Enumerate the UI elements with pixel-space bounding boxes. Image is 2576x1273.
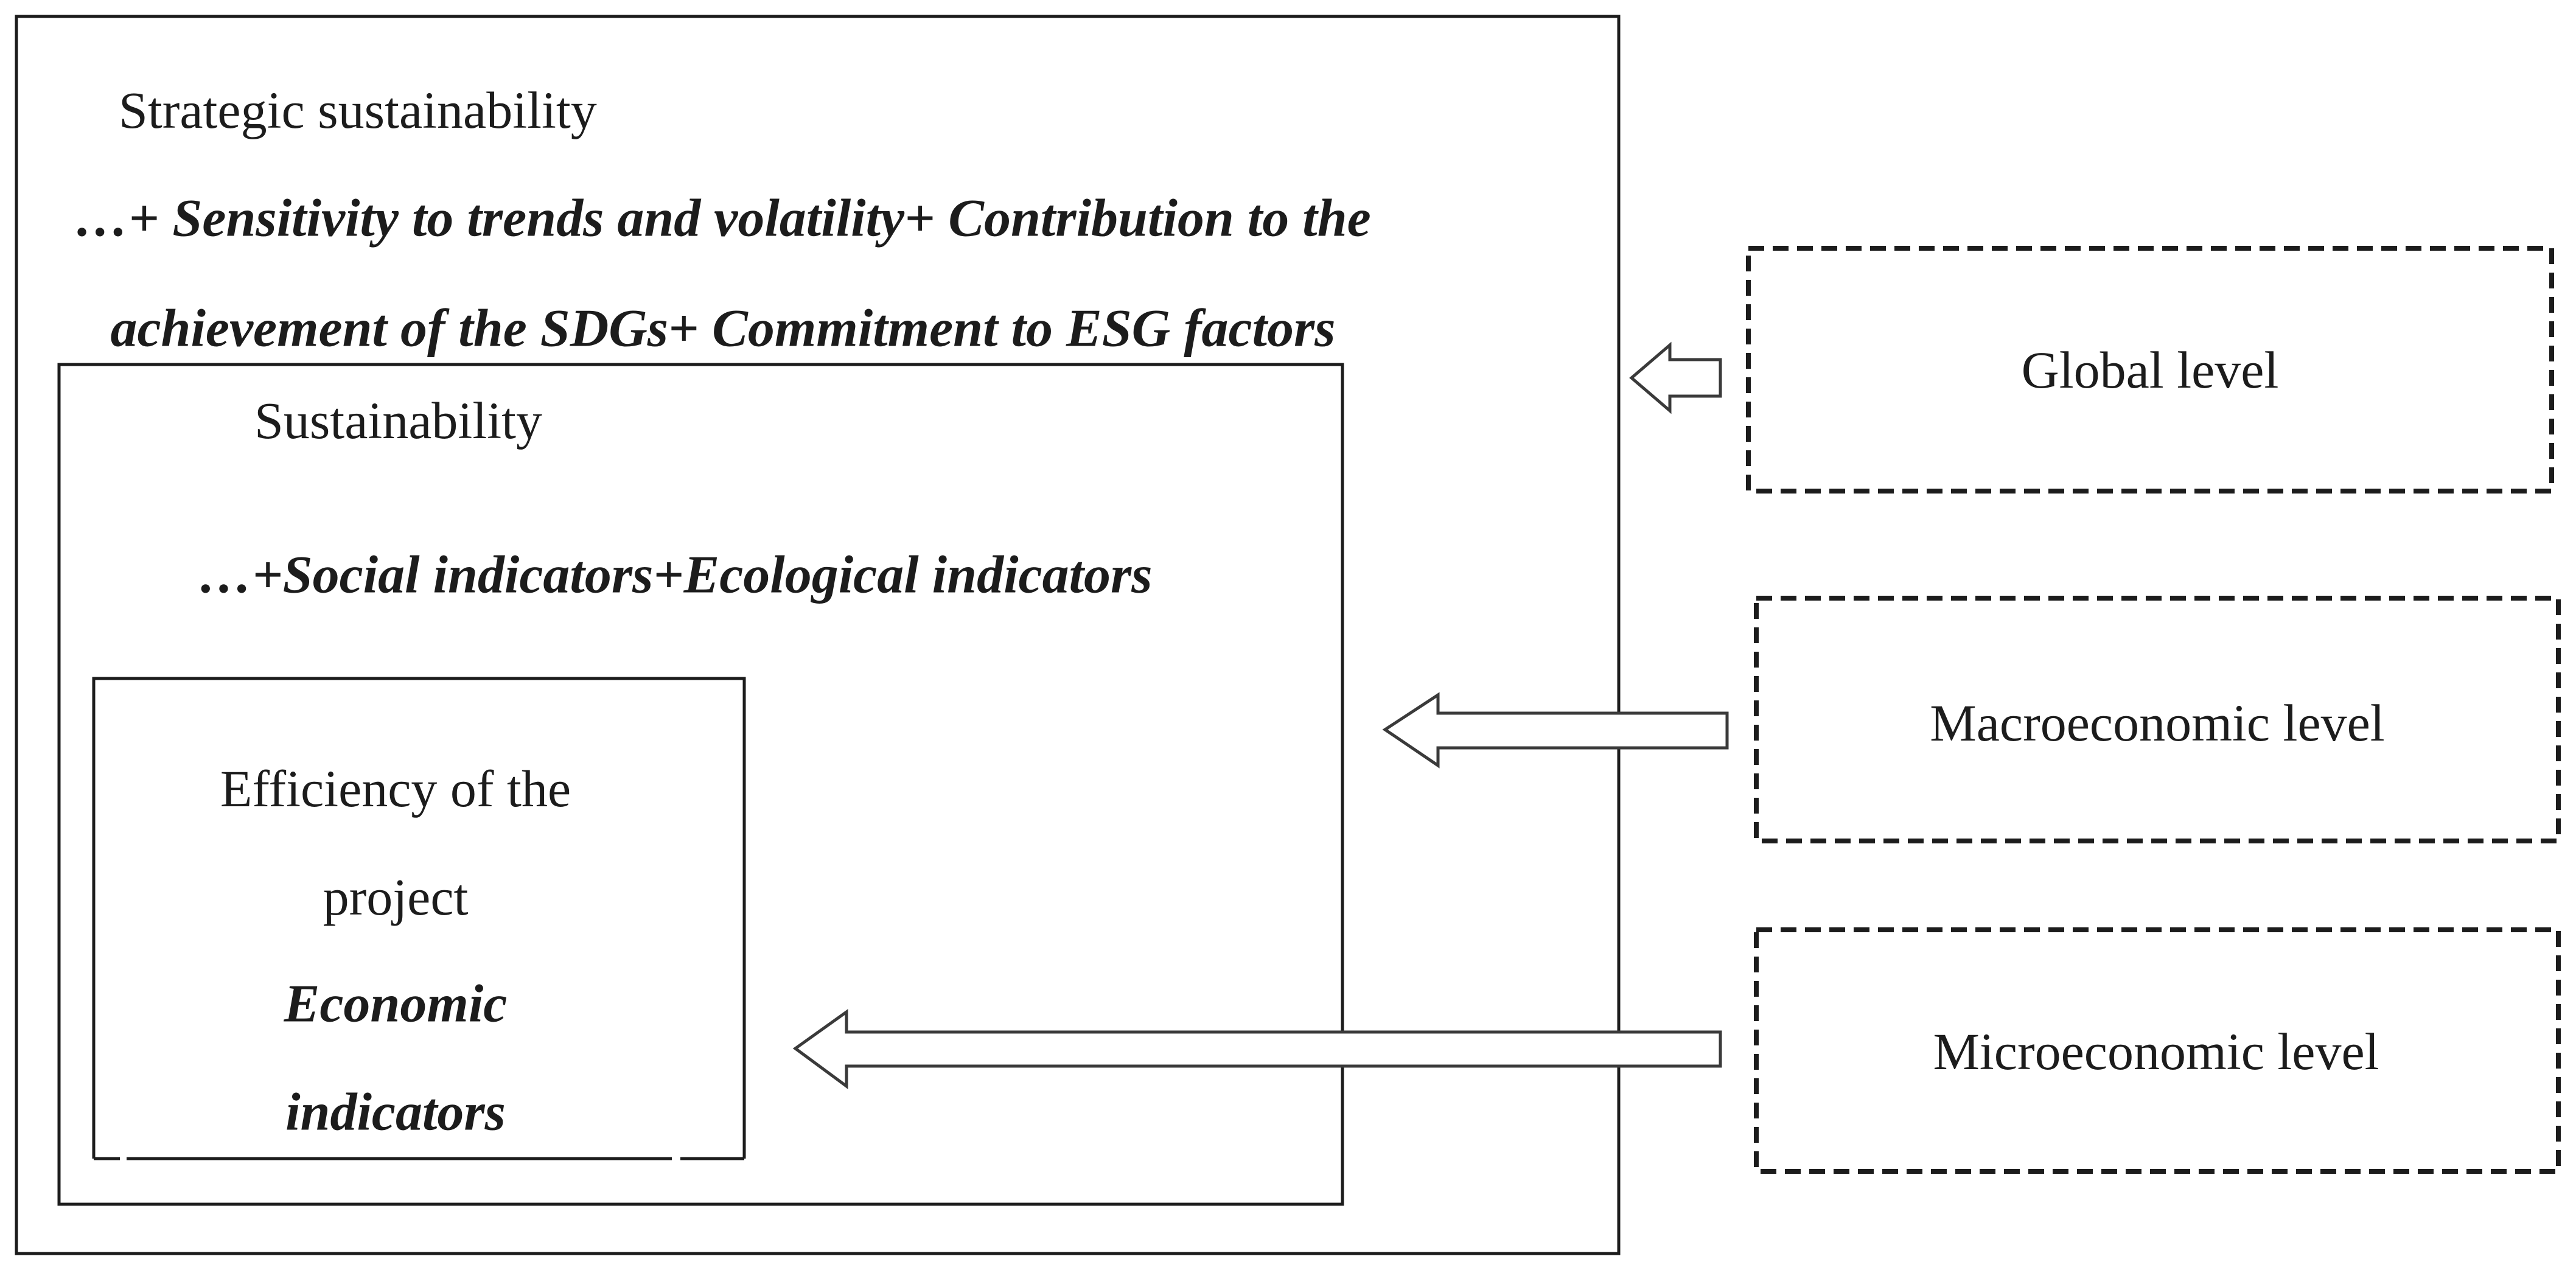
- sustainability-frame: [57, 363, 1344, 1206]
- strategic-sustainability-title: Strategic sustainability: [119, 81, 597, 139]
- global-level-frame: [1746, 246, 2554, 494]
- sustainability-indicators: …+Social indicators+Ecological indicator…: [198, 546, 1152, 605]
- macroeconomic-level-box: Macroeconomic level: [1754, 596, 2561, 843]
- project-efficiency-frame: [92, 677, 746, 1159]
- project-efficiency-title-line-2: project: [323, 868, 469, 926]
- strategic-indicators-line-1: …+ Sensitivity to trends and volatility+…: [75, 189, 1370, 248]
- strategic-indicators-line-2: achievement of the SDGs+ Commitment to E…: [110, 299, 1335, 358]
- strategic-sustainability-frame: [15, 15, 1621, 1255]
- macroeconomic-level-label: Macroeconomic level: [1930, 694, 2384, 752]
- strategic-sustainability-box: Strategic sustainability …+ Sensitivity …: [15, 15, 1621, 1255]
- sustainability-box: Sustainability …+Social indicators+Ecolo…: [57, 363, 1344, 1206]
- microeconomic-level-arrow-icon: [792, 1009, 1722, 1089]
- economic-indicators-line-1: Economic: [284, 975, 508, 1034]
- global-level-box: Global level: [1746, 246, 2554, 494]
- economic-indicators-line-2: indicators: [285, 1083, 506, 1142]
- macroeconomic-level-arrow-icon: [1382, 692, 1729, 769]
- global-level-arrow-icon: [1629, 341, 1722, 414]
- global-level-label: Global level: [2022, 341, 2279, 399]
- sustainability-title: Sustainability: [254, 391, 542, 450]
- project-efficiency-box: Efficiency of the project Economic indic…: [92, 677, 746, 1160]
- microeconomic-level-label: Microeconomic level: [1933, 1022, 2379, 1081]
- project-efficiency-title-line-1: Efficiency of the: [220, 759, 571, 818]
- macroeconomic-level-frame: [1754, 596, 2561, 843]
- microeconomic-level-box: Microeconomic level: [1754, 927, 2561, 1174]
- microeconomic-level-frame: [1754, 927, 2561, 1174]
